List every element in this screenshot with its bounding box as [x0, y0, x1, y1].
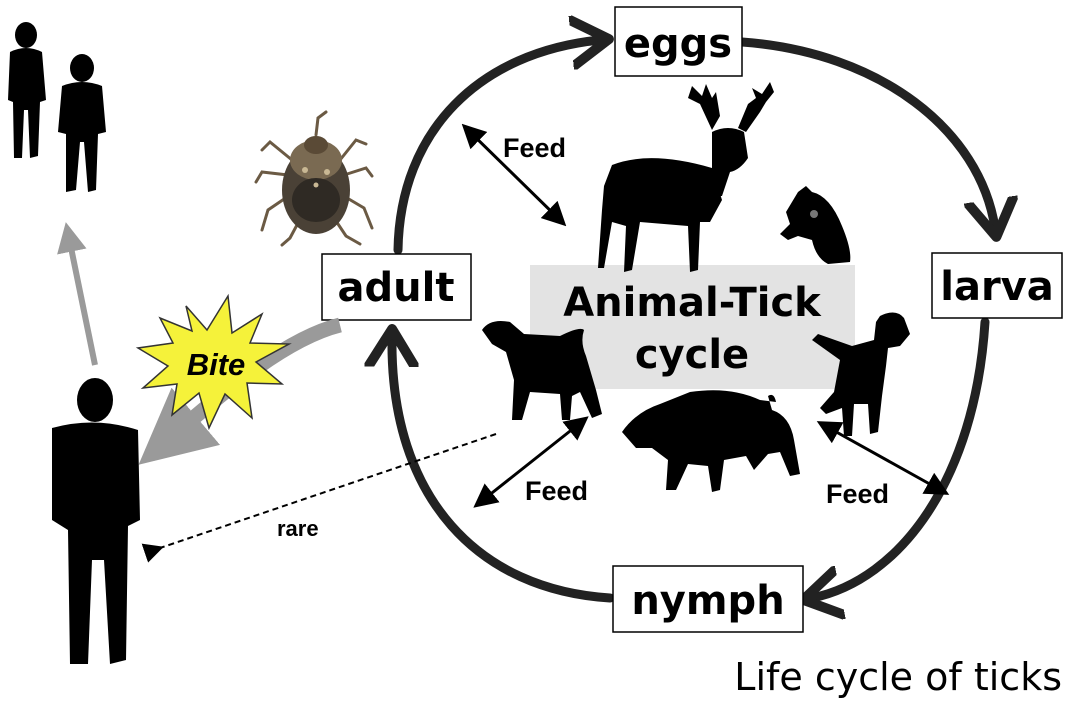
center-title-line1: Animal-Tick: [563, 280, 822, 326]
stage-larva-label: larva: [940, 264, 1054, 310]
center-title-line2: cycle: [635, 332, 749, 378]
stage-adult-label: adult: [338, 265, 455, 311]
stage-nymph: nymph: [613, 566, 803, 632]
stage-eggs-label: eggs: [624, 21, 732, 67]
bite-label: Bite: [187, 347, 246, 382]
stage-nymph-label: nymph: [631, 578, 784, 624]
rare-arrow: [160, 434, 496, 548]
human-silhouette-icon: [52, 378, 140, 664]
feed-label-adult: Feed: [503, 133, 566, 163]
humans-silhouette-icon: [8, 22, 106, 192]
stage-eggs: eggs: [615, 7, 742, 76]
arrow-adult-to-eggs: [398, 40, 600, 250]
feed-label-nymph: Feed: [525, 476, 588, 506]
rare-label: rare: [277, 516, 319, 541]
boar-silhouette-icon: [622, 390, 800, 492]
caption: Life cycle of ticks: [734, 655, 1062, 699]
arrow-eggs-to-larva: [742, 42, 995, 228]
tick-photo-icon: [256, 112, 372, 245]
human-to-humans-arrow: [67, 228, 95, 365]
feed-label-larva: Feed: [826, 479, 889, 509]
cat-silhouette-icon: [780, 186, 850, 264]
stage-adult: adult: [322, 254, 471, 320]
deer-silhouette-icon: [598, 82, 774, 272]
stage-larva: larva: [932, 253, 1062, 318]
